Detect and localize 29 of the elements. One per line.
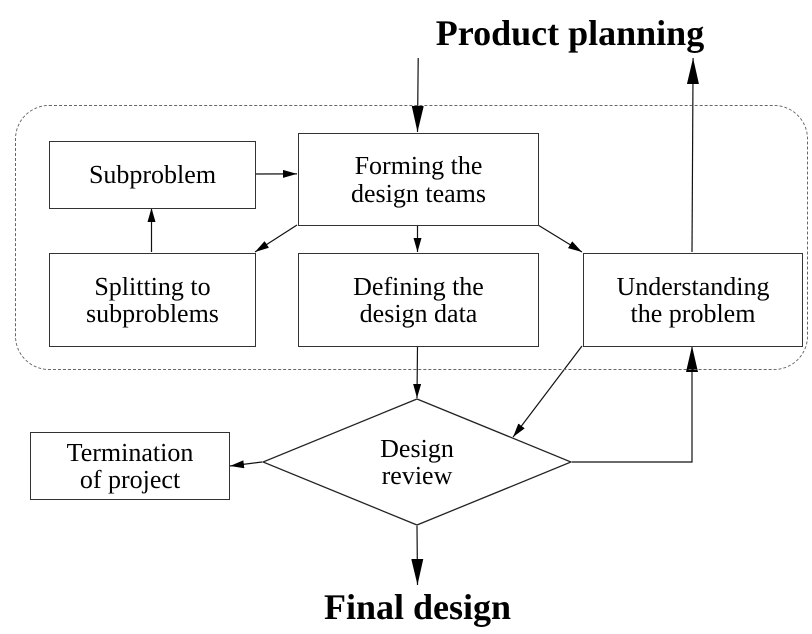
arrow (411, 526, 424, 585)
decision-diamond (262, 398, 572, 526)
process-box (583, 253, 803, 347)
arrow (572, 346, 698, 463)
process-box (49, 141, 256, 209)
process-box (298, 133, 539, 226)
box-label: Splitting to subproblems (85, 272, 220, 328)
dashed-group-box (15, 105, 808, 370)
arrow (254, 224, 298, 252)
box-label: Understanding the problem (615, 272, 771, 328)
arrow (512, 346, 582, 438)
arrow (255, 170, 297, 178)
arrow (414, 225, 422, 252)
box-label: Defining the design data (352, 272, 485, 328)
box-label: Design review (379, 434, 455, 490)
arrow (538, 224, 582, 253)
box-label: Forming the design teams (350, 152, 488, 207)
arrow (686, 58, 699, 252)
box-label: Subproblem (88, 161, 216, 189)
heading-text: Final design (324, 589, 512, 627)
box-label: Termination of project (66, 438, 194, 494)
arrow (412, 58, 424, 132)
arrow (413, 346, 422, 398)
arrow (148, 208, 156, 252)
heading-text: Product planning (436, 15, 704, 53)
process-box (30, 432, 230, 500)
arrow (230, 460, 262, 468)
process-box (298, 253, 539, 347)
process-box (49, 253, 256, 347)
